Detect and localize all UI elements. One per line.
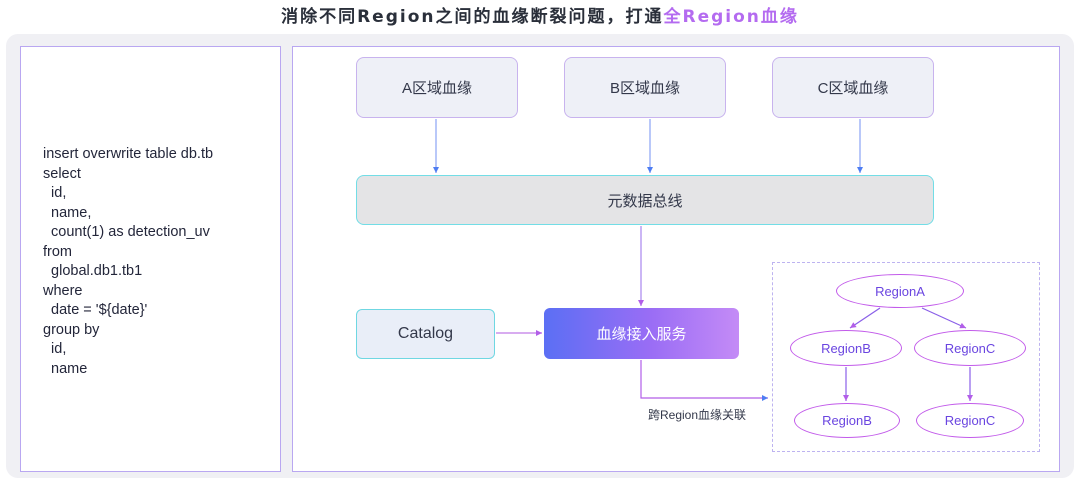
- sql-line: id,: [43, 341, 67, 357]
- region-b-lineage-box: B区域血缘: [564, 57, 726, 118]
- region-tree-area: [772, 262, 1040, 452]
- sql-line: name: [43, 361, 88, 377]
- sql-line: insert overwrite table db.tb: [43, 146, 214, 162]
- sql-line: count(1) as detection_uv: [43, 224, 210, 240]
- sql-line: id,: [43, 185, 67, 201]
- node-region-c-lower: RegionC: [916, 403, 1024, 438]
- sql-code-panel: insert overwrite table db.tb select id, …: [20, 46, 281, 472]
- title-highlight: 全Region血缘: [663, 7, 799, 27]
- region-a-lineage-box: A区域血缘: [356, 57, 518, 118]
- lineage-access-service-box: 血缘接入服务: [544, 308, 739, 359]
- sql-line: group by: [43, 322, 100, 338]
- node-region-b-upper: RegionB: [790, 330, 902, 366]
- node-region-a: RegionA: [836, 274, 964, 308]
- region-c-lineage-box: C区域血缘: [772, 57, 934, 118]
- node-region-b-lower: RegionB: [794, 403, 900, 438]
- node-region-c-upper: RegionC: [914, 330, 1026, 366]
- cross-region-label: 跨Region血缘关联: [648, 408, 747, 422]
- sql-line: global.db1.tb1: [43, 263, 143, 279]
- sql-line: name,: [43, 205, 92, 221]
- sql-line: from: [43, 244, 72, 260]
- sql-line: select: [43, 166, 81, 182]
- page-title: 消除不同Region之间的血缘断裂问题，打通全Region血缘: [0, 2, 1080, 27]
- sql-line: date = '${date}': [43, 302, 148, 318]
- sql-line: where: [43, 283, 83, 299]
- title-main: 消除不同Region之间的血缘断裂问题，打通: [281, 7, 664, 27]
- metadata-bus-box: 元数据总线: [356, 175, 934, 225]
- catalog-box: Catalog: [356, 309, 495, 359]
